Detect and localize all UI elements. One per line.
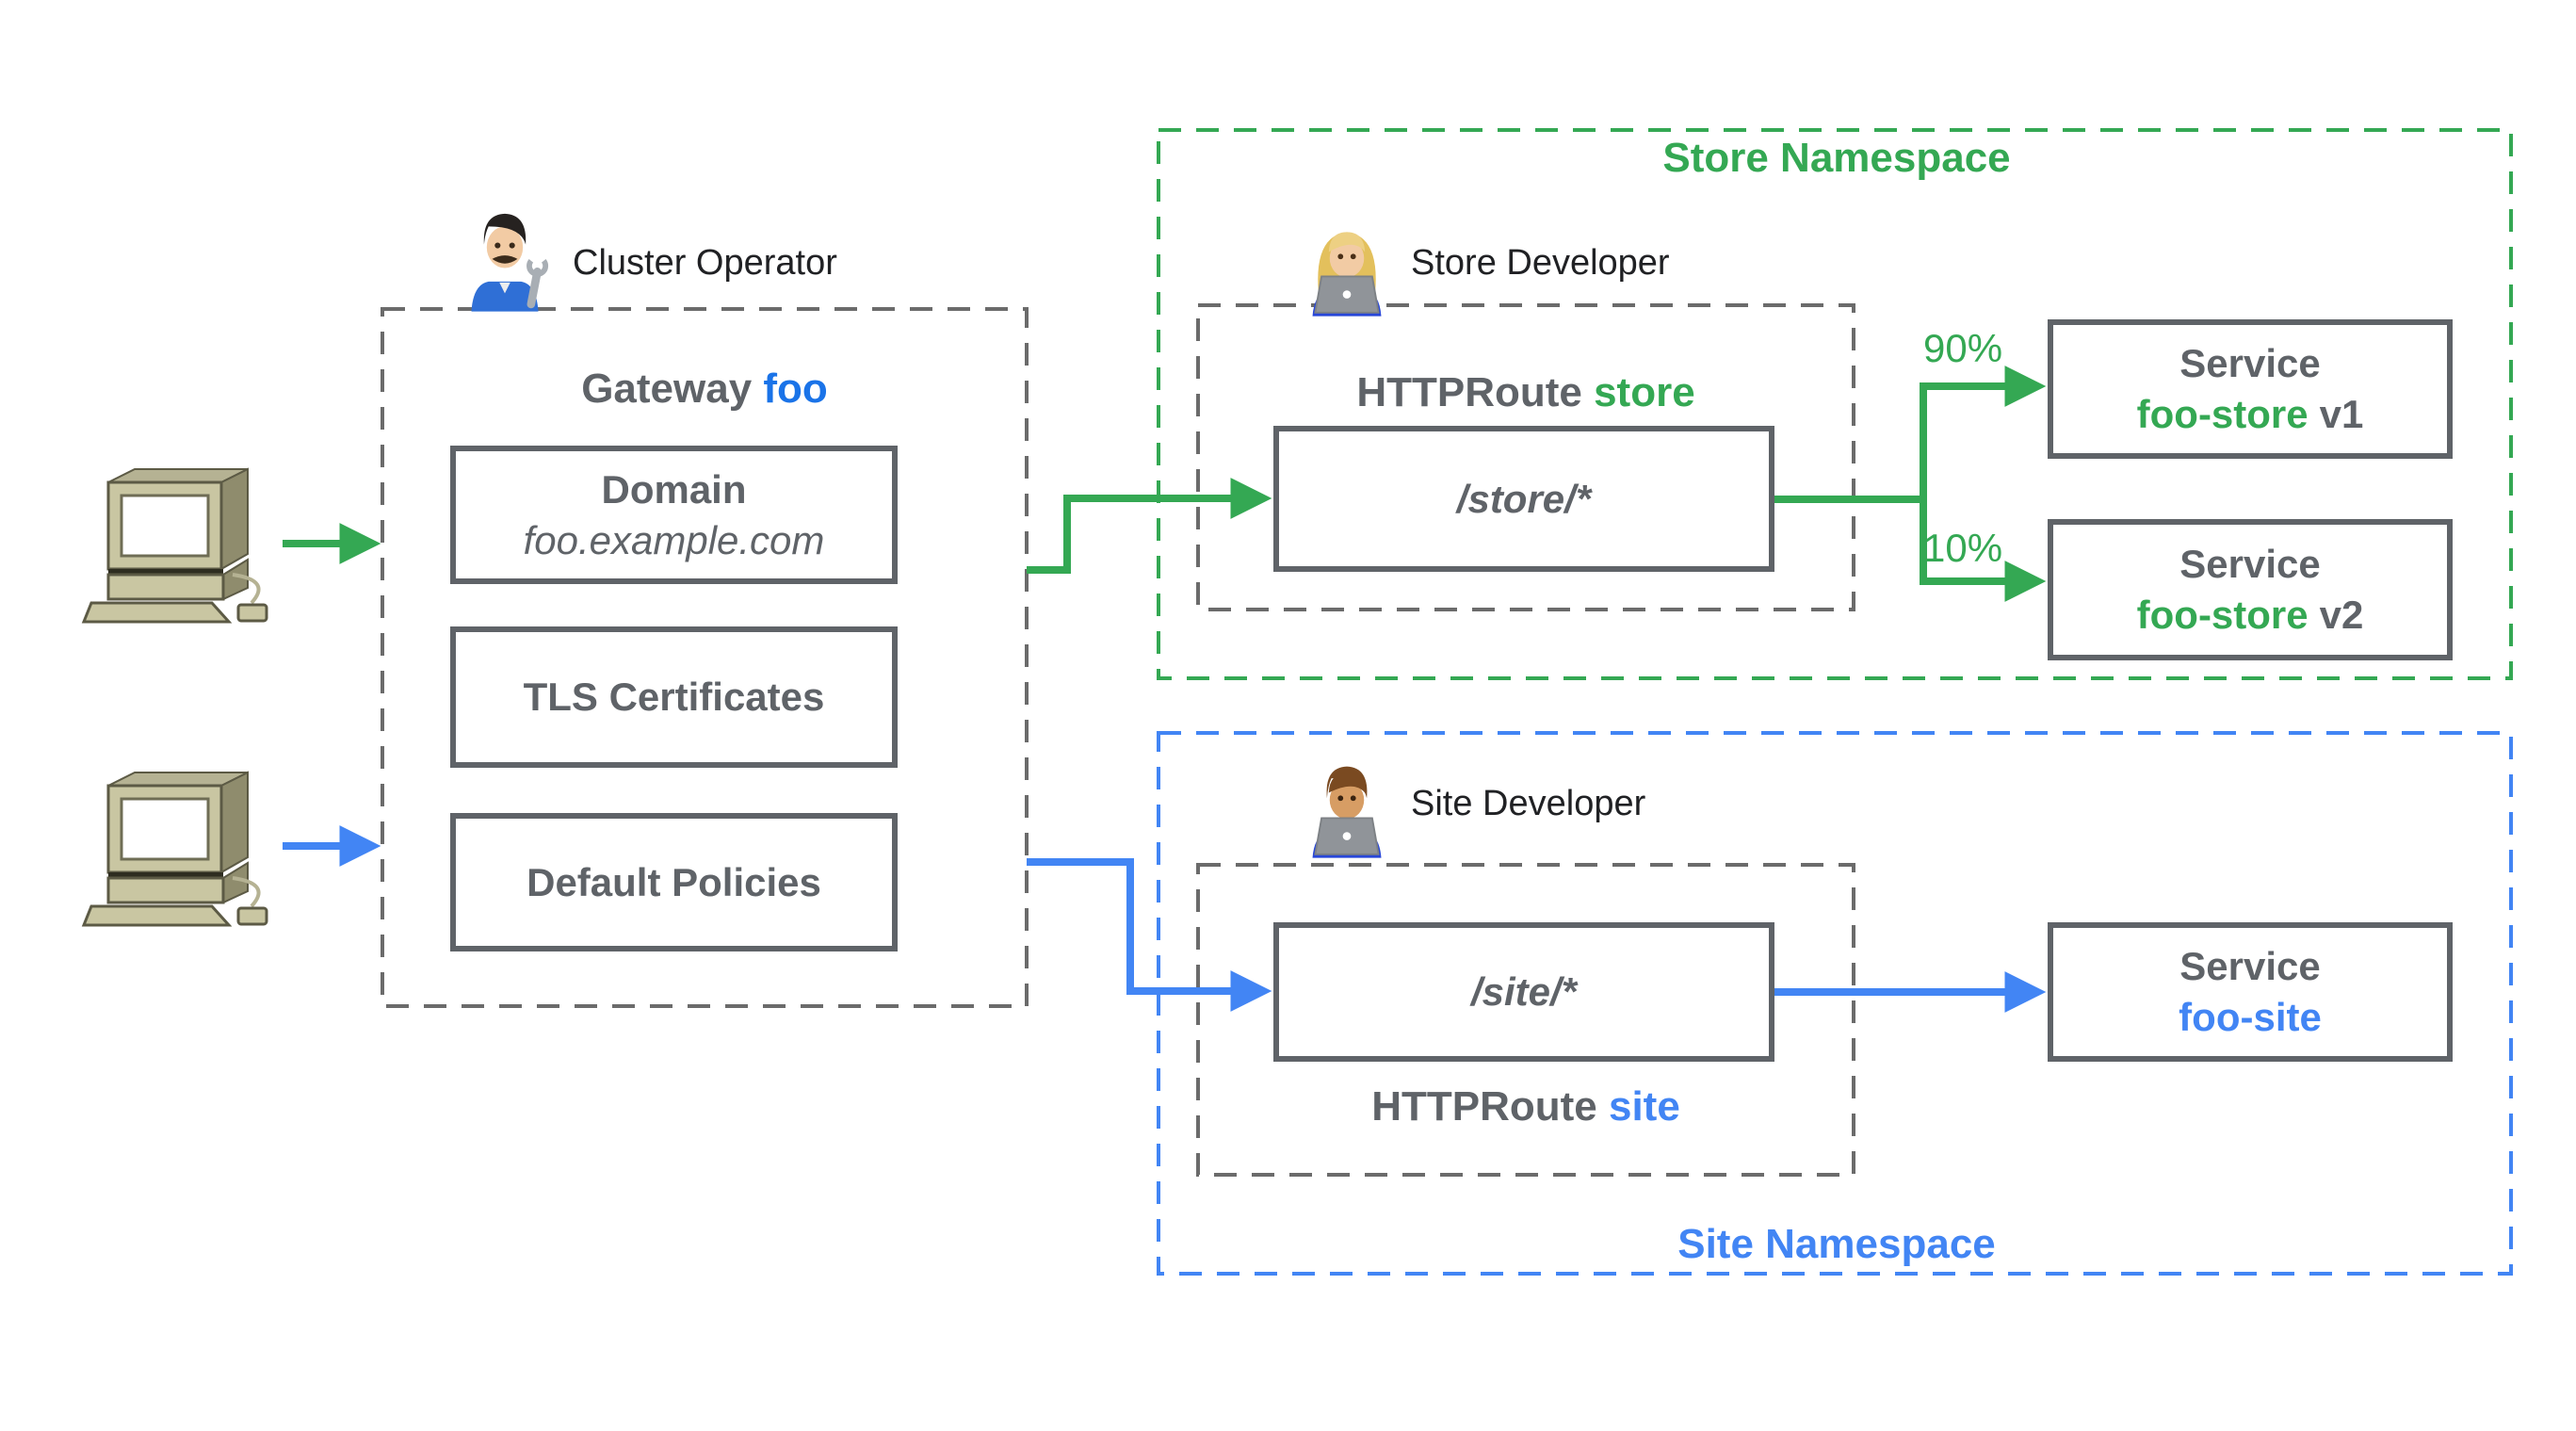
tls-certificates-box: TLS Certificates	[450, 626, 898, 768]
arrow-gateway-to-site-route	[1027, 858, 1272, 1012]
cluster-operator-emoji	[471, 213, 549, 312]
weight-10-label: 10%	[1923, 526, 2003, 570]
domain-box-title: Domain	[601, 466, 747, 512]
httproute-site-label: HTTPRoute site	[1198, 1083, 1854, 1130]
store-path-box: /store/*	[1273, 426, 1774, 572]
store-namespace-dashed-box	[1157, 128, 2513, 680]
httproute-site-name: site	[1608, 1083, 1680, 1130]
store-developer-emoji	[1312, 232, 1382, 317]
tls-certificates-label: TLS Certificates	[523, 675, 825, 719]
domain-box: Domain foo.example.com	[450, 446, 898, 584]
desktop-computer-icon	[81, 467, 268, 624]
store-namespace-label: Store Namespace	[1662, 135, 2011, 181]
httproute-store-dashed-box	[1196, 303, 1855, 611]
store-path-label: /store/*	[1456, 476, 1592, 521]
gateway-title-prefix: Gateway	[581, 366, 753, 412]
default-policies-label: Default Policies	[527, 859, 821, 904]
site-path-box: /site/*	[1273, 922, 1774, 1062]
site-namespace-label: Site Namespace	[1677, 1221, 1996, 1267]
gateway-title-name: foo	[763, 366, 828, 412]
service-foo-store-v1-version: v1	[2319, 392, 2364, 436]
httproute-store-label: HTTPRoute store	[1198, 369, 1854, 416]
service-foo-store-v2-title: Service	[2179, 542, 2321, 586]
httproute-store-name: store	[1594, 369, 1695, 415]
service-foo-site-box: Service foo-site	[2048, 922, 2453, 1062]
httproute-store-prefix: HTTPRoute	[1356, 369, 1582, 415]
site-path-label: /site/*	[1470, 969, 1578, 1014]
httproute-site-dashed-box	[1196, 863, 1855, 1177]
store-developer-label: Store Developer	[1411, 243, 1670, 283]
arrow-split-to-foo-store-v1	[1920, 366, 2047, 585]
gateway-dashed-box	[381, 307, 1029, 1008]
service-foo-store-v1-name: foo-store	[2136, 392, 2309, 436]
weight-90-label: 90%	[1923, 326, 2003, 370]
site-developer-label: Site Developer	[1411, 784, 1646, 823]
httproute-site-prefix: HTTPRoute	[1371, 1083, 1597, 1130]
site-developer-emoji	[1312, 766, 1382, 858]
arrow-gateway-to-store-route	[1027, 478, 1272, 574]
service-foo-site-title: Service	[2179, 944, 2321, 988]
default-policies-box: Default Policies	[450, 813, 898, 951]
gateway-title: Gateway foo	[382, 366, 1027, 413]
site-namespace-dashed-box	[1157, 731, 2513, 1276]
service-foo-store-v2-name: foo-store	[2136, 593, 2309, 637]
service-foo-store-v1-title: Service	[2179, 341, 2321, 385]
cluster-operator-label: Cluster Operator	[573, 243, 837, 283]
service-foo-site-name: foo-site	[2179, 995, 2322, 1039]
service-foo-store-v2-version: v2	[2319, 593, 2364, 637]
domain-box-value: foo.example.com	[523, 517, 825, 562]
desktop-computer-icon	[81, 771, 268, 927]
